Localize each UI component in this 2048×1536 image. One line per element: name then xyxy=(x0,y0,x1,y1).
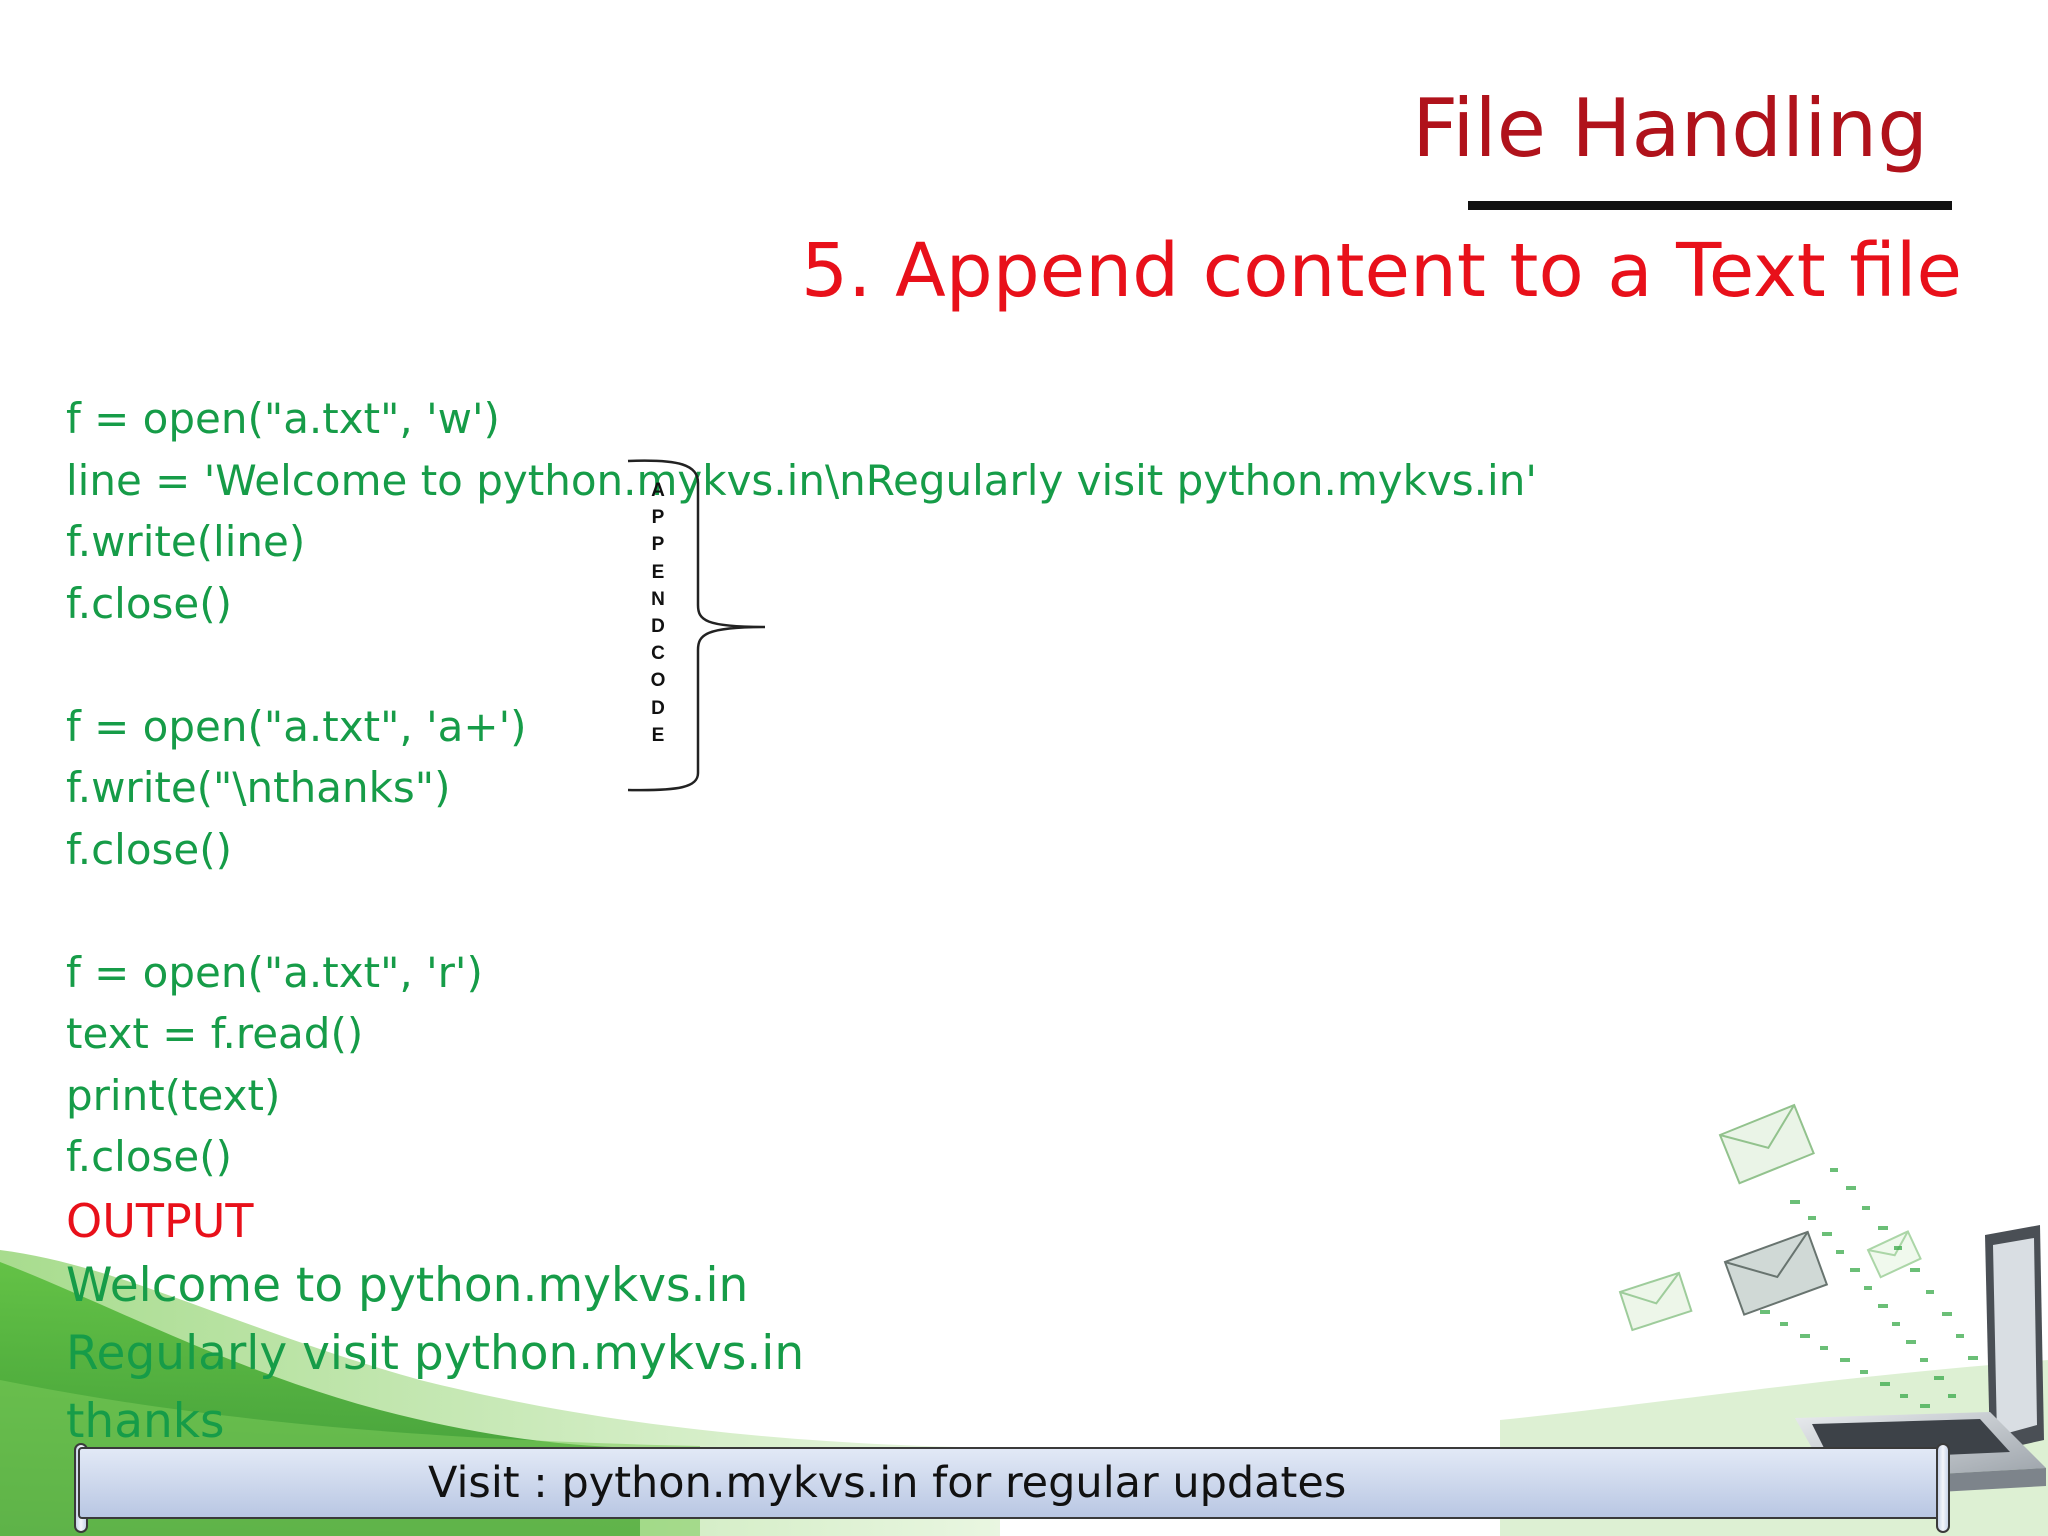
code-line: f.close() xyxy=(66,1132,233,1181)
output-line: Regularly visit python.mykvs.in xyxy=(66,1326,805,1381)
code-block: f = open("a.txt", 'w') line = 'Welcome t… xyxy=(66,388,1537,1188)
output-block: OUTPUT Welcome to python.mykvs.in Regula… xyxy=(66,1190,804,1456)
curly-brace xyxy=(627,459,766,792)
slide-title: File Handling xyxy=(1412,82,1928,175)
code-line: f.close() xyxy=(66,578,233,628)
title-underline xyxy=(1468,201,1952,210)
slide-subtitle: 5. Append content to a Text file xyxy=(800,228,1962,314)
output-line: thanks xyxy=(66,1394,225,1449)
code-line: f.close() xyxy=(66,824,233,874)
binary-stream xyxy=(1760,1168,1978,1408)
code-line xyxy=(66,880,1537,942)
code-line: f.write("\nthanks") xyxy=(66,763,451,812)
code-line: f = open("a.txt", 'a+') xyxy=(66,701,527,751)
code-line: text = f.read() xyxy=(66,1009,364,1058)
append-code-label: APPENDCODE xyxy=(650,480,666,746)
code-line: f = open("a.txt", 'w') xyxy=(66,394,500,443)
footer-text: Visit : python.mykvs.in for regular upda… xyxy=(428,1458,1347,1508)
code-line xyxy=(66,634,1537,696)
output-line: Welcome to python.mykvs.in xyxy=(66,1258,749,1313)
footer-banner: Visit : python.mykvs.in for regular upda… xyxy=(78,1447,1948,1519)
code-line: line = 'Welcome to python.mykvs.in\nRegu… xyxy=(66,455,1537,505)
code-line: print(text) xyxy=(66,1070,281,1120)
code-line: f.write(line) xyxy=(66,517,306,566)
banner-scroll-right xyxy=(1936,1443,1950,1533)
envelope-icon xyxy=(1618,1103,1922,1332)
output-label: OUTPUT xyxy=(66,1194,254,1248)
code-line: f = open("a.txt", 'r') xyxy=(66,947,483,997)
